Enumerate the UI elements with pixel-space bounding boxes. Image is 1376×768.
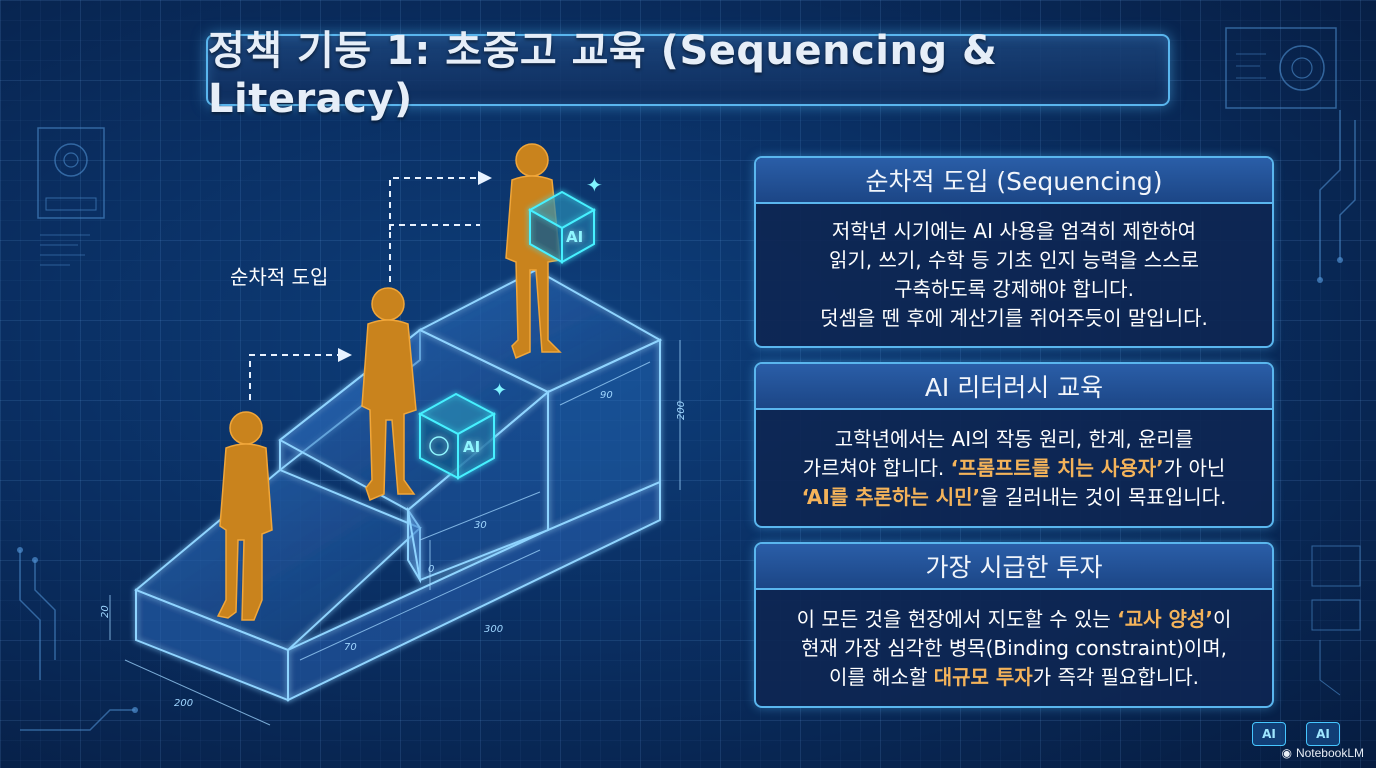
ai-badge: AI (1252, 722, 1286, 746)
ai-cube-raised: AI (527, 190, 597, 264)
panel-sequencing: 순차적 도입 (Sequencing) 저학년 시기에는 AI 사용을 엄격히 … (754, 156, 1274, 348)
panel-text: 가 아닌 (1163, 455, 1226, 480)
ai-badge: AI (1306, 722, 1340, 746)
panel-text-line: 읽기, 쓰기, 수학 등 기초 인지 능력을 스스로 (829, 246, 1199, 275)
right-lower-decoration (1311, 545, 1361, 696)
dimension-label: 300 (484, 624, 503, 635)
ai-cube-step: AI (417, 392, 497, 480)
staircase-block (134, 268, 663, 702)
right-tech-decoration (1225, 27, 1337, 109)
step-label: 순차적 도입 (230, 265, 328, 289)
dimension-label: 200 (174, 698, 193, 709)
panel-text-line: 저학년 시기에는 AI 사용을 엄격히 제한하여 (832, 217, 1196, 246)
panel-text-line: 이를 해소할 대규모 투자가 즉각 필요합니다. (829, 663, 1199, 692)
panel-text: 이를 해소할 (829, 664, 934, 689)
left-circuit-decoration (17, 547, 138, 731)
panel-text-line: 덧셈을 뗀 후에 계산기를 쥐어주듯이 말입니다. (820, 304, 1208, 333)
panel-heading: 가장 시급한 투자 (756, 544, 1272, 590)
notebooklm-icon: ◉ (1281, 746, 1292, 760)
panel-text: 현재 가장 심각한 병목(Binding constraint)이며, (800, 635, 1228, 660)
highlighted-text: ‘프롬프트를 치는 사용자’ (950, 455, 1164, 480)
title-banner: 정책 기둥 1: 초중고 교육 (Sequencing & Literacy) (206, 28, 1170, 122)
arrow-head-icon (478, 171, 492, 185)
dimension-label: 200 (676, 401, 687, 420)
highlighted-text: ‘AI를 추론하는 시민’ (801, 484, 981, 509)
panel-text: 가 즉각 필요합니다. (1032, 664, 1199, 689)
panel-text: 읽기, 쓰기, 수학 등 기초 인지 능력을 스스로 (828, 248, 1200, 272)
sparkle-icon: ✦ (492, 380, 507, 401)
panel-text-line: 고학년에서는 AI의 작동 원리, 한계, 윤리를 (835, 425, 1193, 454)
cube-label: AI (463, 438, 480, 456)
left-tech-decoration (37, 127, 105, 266)
dimension-lines (109, 340, 681, 726)
panel-heading: 순차적 도입 (Sequencing) (756, 158, 1272, 204)
panel-investment: 가장 시급한 투자 이 모든 것을 현장에서 지도할 수 있는 ‘교사 양성’이… (754, 542, 1274, 708)
staircase-diagram: 90 200 30 0 20 70 300 200 순차적 도입 AI ✦ (100, 143, 687, 726)
highlighted-text: ‘교사 양성’ (1117, 606, 1213, 631)
dimension-label: 30 (474, 520, 487, 531)
cube-label: AI (566, 228, 583, 246)
brain-icon (429, 436, 449, 456)
panel-text-line: 구축하도록 강제해야 합니다. (894, 275, 1134, 304)
panel-text: 구축하도록 강제해야 합니다. (894, 277, 1134, 301)
person-figure-2 (361, 287, 417, 502)
person-figure-1 (216, 411, 273, 621)
page-title: 정책 기둥 1: 초중고 교육 (Sequencing & Literacy) (208, 28, 998, 122)
panel-text: 고학년에서는 AI의 작동 원리, 한계, 윤리를 (834, 426, 1194, 451)
dimension-label: 20 (100, 605, 111, 618)
highlighted-text: 대규모 투자 (933, 664, 1033, 689)
panel-text: 을 길러내는 것이 목표입니다. (980, 484, 1227, 509)
panel-text-line: 현재 가장 심각한 병목(Binding constraint)이며, (801, 634, 1227, 663)
panel-heading: AI 리터러시 교육 (756, 364, 1272, 410)
panel-text-line: ‘AI를 추론하는 시민’을 길러내는 것이 목표입니다. (802, 483, 1227, 512)
dimension-label: 70 (344, 642, 357, 653)
panel-text-line: 가르쳐야 합니다. ‘프롬프트를 치는 사용자’가 아닌 (803, 454, 1226, 483)
panel-text: 이 모든 것을 현장에서 지도할 수 있는 (796, 606, 1118, 631)
panel-text: 이 (1212, 606, 1232, 631)
dimension-label: 0 (428, 564, 434, 575)
dimension-label: 90 (600, 390, 613, 401)
panel-text: 덧셈을 뗀 후에 계산기를 쥐어주듯이 말입니다. (820, 306, 1208, 330)
notebooklm-logo: ◉ NotebookLM (1281, 746, 1364, 760)
arrow-head-icon (338, 348, 352, 362)
panel-text-line: 이 모든 것을 현장에서 지도할 수 있는 ‘교사 양성’이 (797, 605, 1232, 634)
logo-text: NotebookLM (1295, 746, 1364, 760)
panel-text: 가르쳐야 합니다. (802, 455, 951, 480)
panel-text: 저학년 시기에는 AI 사용을 엄격히 제한하여 (831, 219, 1197, 243)
sparkle-icon: ✦ (586, 173, 603, 197)
right-circuit-decoration (1317, 110, 1356, 283)
